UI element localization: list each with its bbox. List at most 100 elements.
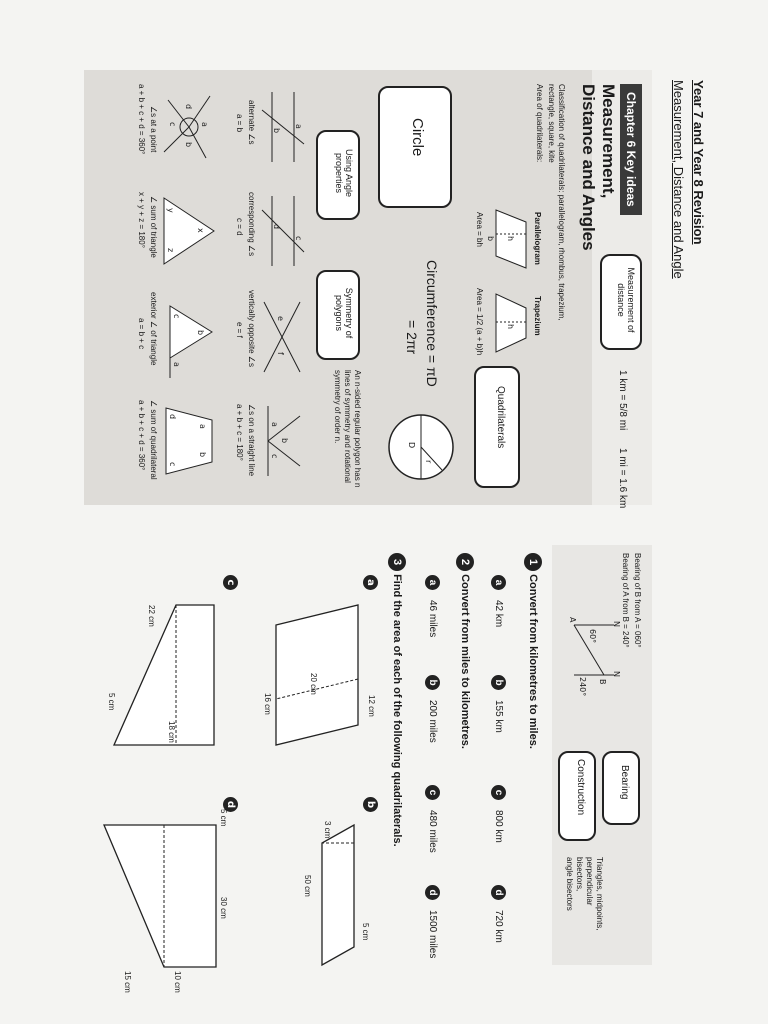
part-letter: c xyxy=(425,785,440,800)
fig-c-label-2: 18 cm xyxy=(167,721,176,743)
symmetry-text-line2: lines of symmetry and rotational xyxy=(343,370,352,483)
svg-text:d: d xyxy=(272,224,281,229)
bearing-line2: Bearing of A from B = 240° xyxy=(621,553,630,648)
q2-part-c: c480 miles xyxy=(425,785,440,853)
trapezium-name: Trapezium xyxy=(533,296,542,336)
svg-text:y: y xyxy=(166,208,175,213)
q2-part-d: d 1500 miles xyxy=(425,885,440,958)
vertically-opposite-rule: e = f xyxy=(235,322,244,338)
part-value: 800 km xyxy=(493,810,504,843)
chapter-heading-line1: Measurement, xyxy=(599,84,618,199)
svg-text:c: c xyxy=(172,314,181,318)
symmetry-text-line3: symmetry of order n. xyxy=(333,370,342,444)
parallelogram-figure: hb xyxy=(486,209,527,269)
exterior-angle-name: exterior ∠ of triangle xyxy=(149,292,158,366)
svg-text:d: d xyxy=(184,104,193,109)
svg-text:a: a xyxy=(270,422,279,427)
chapter-tab: Chapter 6 Key ideas xyxy=(620,84,642,215)
q1-part-a: a 42 km xyxy=(491,575,506,627)
question-1: 1 Convert from kilometres to miles. xyxy=(524,553,542,749)
svg-text:a: a xyxy=(198,424,207,429)
svg-text:b: b xyxy=(486,236,495,241)
svg-text:D: D xyxy=(407,442,416,448)
part-value: 42 km xyxy=(493,600,504,628)
fig-c-label-3: 5 cm xyxy=(107,693,116,711)
circumference-formula-line2: = 2πr xyxy=(404,320,420,355)
parallelogram-formula: Area = bh xyxy=(475,212,484,247)
part-letter: c xyxy=(491,785,506,800)
construction-text-line2: perpendicular xyxy=(585,857,594,906)
bearing-line1: Bearing of B from A = 060° xyxy=(633,553,642,648)
fig-a-label-1: 12 cm xyxy=(367,695,376,717)
question-number: 3 xyxy=(388,553,406,571)
worksheet-subtitle: Measurement, Distance and Angle xyxy=(671,80,686,279)
svg-text:N: N xyxy=(612,671,621,677)
quadrilateral-angle-sum-rule: a + b + c + d = 360° xyxy=(137,400,146,471)
quadrilaterals-box-label: Quadrilaterals xyxy=(495,386,506,449)
circle-diagram: Dr xyxy=(388,414,454,480)
fig-d-label-4: 15 cm xyxy=(123,971,132,993)
svg-text:240°: 240° xyxy=(578,677,587,696)
fig-b-label-1: 5 cm xyxy=(361,923,370,941)
vertically-opposite-diagram: ef xyxy=(263,301,301,373)
corresponding-angles-diagram: cd xyxy=(261,196,305,266)
q2-part-b: b200 miles xyxy=(425,675,440,743)
corresponding-angles-name: corresponding ∠s xyxy=(247,192,256,257)
worksheet-title: Year 7 and Year 8 Revision xyxy=(691,80,706,245)
question-2: 2 Convert from miles to kilometres. xyxy=(456,553,474,749)
rotated-worksheet: Year 7 and Year 8 Revision Measurement, … xyxy=(40,40,720,1020)
exterior-angle-rule: a = b + c xyxy=(137,318,146,350)
parallelogram-name: Parallelogram xyxy=(533,212,542,265)
svg-text:A: A xyxy=(568,617,577,623)
part-value: 1500 miles xyxy=(427,910,438,959)
svg-text:h: h xyxy=(506,324,515,329)
svg-text:r: r xyxy=(424,460,433,464)
fig-d-label-1: 5 cm xyxy=(219,809,228,827)
quadrilateral-angle-sum-name: ∠ sum of quadrilateral xyxy=(149,400,158,480)
quadrilateral-b-figure xyxy=(321,823,355,967)
part-value: 720 km xyxy=(493,910,504,943)
svg-text:c: c xyxy=(168,122,177,126)
part-value: 46 miles xyxy=(427,600,438,638)
svg-text:z: z xyxy=(166,248,175,252)
q1-part-d: d 720 km xyxy=(491,885,506,943)
svg-text:d: d xyxy=(168,414,177,419)
svg-text:f: f xyxy=(276,352,285,355)
svg-text:h: h xyxy=(506,236,515,241)
classification-line1: Classification of quadrilaterals: parall… xyxy=(557,84,566,321)
svg-text:b: b xyxy=(184,142,193,147)
part-letter: a xyxy=(491,575,506,590)
circumference-formula-line1: Circumference = πD xyxy=(424,260,440,387)
triangle-angle-sum-diagram: x y z xyxy=(163,197,215,265)
measurement-box-label: Measurement of distance xyxy=(616,267,636,333)
part-value: 155 km xyxy=(493,700,504,733)
quadrilateral-d-figure xyxy=(103,824,217,968)
using-angle-box-label: Using Angle properties xyxy=(334,148,354,198)
triangle-angle-sum-rule: x + y + z = 180° xyxy=(137,192,146,248)
angles-at-point-rule: a + b + c + d = 360° xyxy=(137,84,146,155)
corresponding-angles-rule: c = d xyxy=(235,218,244,236)
straight-line-angles-name: ∠s on a straight line xyxy=(247,404,256,477)
svg-text:a: a xyxy=(294,124,303,129)
fig-b-label-2: 3 cm xyxy=(323,821,332,839)
exterior-angle-diagram: bca xyxy=(169,305,213,378)
circle-box-label: Circle xyxy=(409,118,426,157)
area-of-quadrilaterals-label: Area of quadrilaterals: xyxy=(535,84,544,163)
construction-text-line4: angle bisectors xyxy=(565,857,574,911)
part-letter: a xyxy=(425,575,440,590)
mile-to-km-conversion: 1 mi = 1.6 km xyxy=(617,448,628,509)
angles-at-point-name: ∠s at a point xyxy=(149,106,158,153)
svg-text:b: b xyxy=(280,438,289,443)
question-number: 1 xyxy=(524,553,542,571)
straight-line-angles-rule: a + b + c = 180° xyxy=(235,404,244,461)
svg-text:x: x xyxy=(196,228,205,233)
part-value: 200 miles xyxy=(427,700,438,743)
construction-text-line3: bisectors, xyxy=(575,857,584,892)
fig-c-letter: c xyxy=(223,575,238,590)
part-letter: d xyxy=(425,885,440,900)
svg-text:a: a xyxy=(172,362,181,367)
km-to-mile-conversion: 1 km = 5/8 mi xyxy=(617,370,628,431)
part-letter: d xyxy=(491,885,506,900)
bearing-box-label: Bearing xyxy=(619,765,630,800)
